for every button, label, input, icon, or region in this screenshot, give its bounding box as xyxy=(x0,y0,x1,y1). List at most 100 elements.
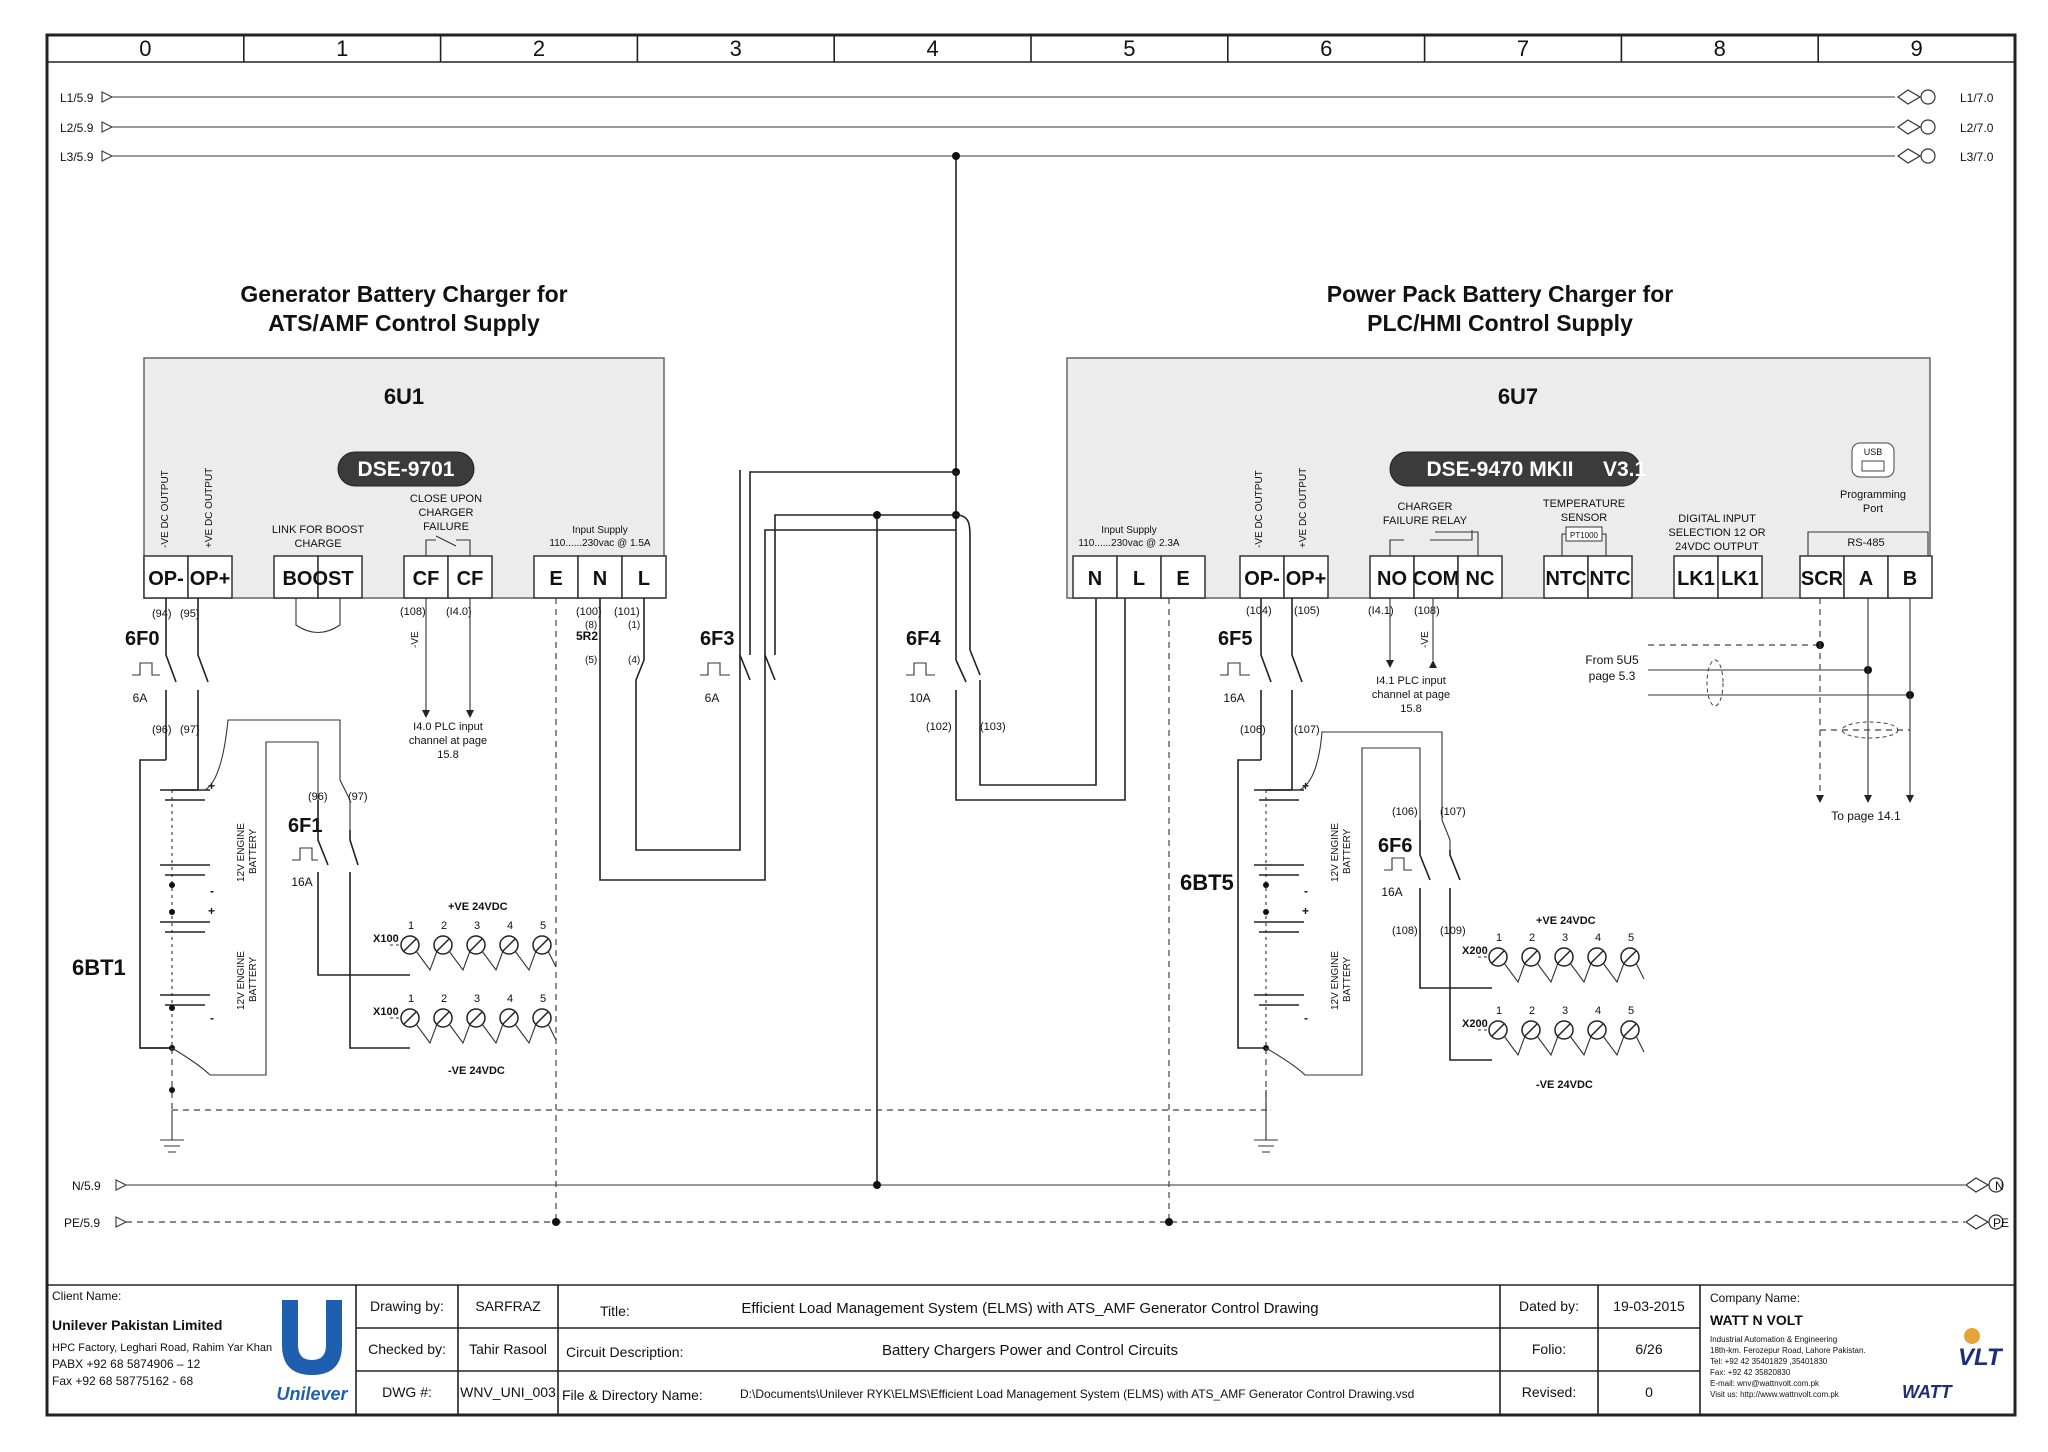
op-minus-label: -VE DC OUTPUT xyxy=(160,470,171,548)
wire-109: (109) xyxy=(1440,925,1466,937)
wire-102: (102) xyxy=(926,721,952,733)
grid-col-1: 1 xyxy=(336,36,348,61)
wire-107-b: (107) xyxy=(1440,806,1466,818)
r-input-label-2: 110......230vac @ 2.3A xyxy=(1078,538,1179,549)
line-label-l1-out: L1/7.0 xyxy=(1960,91,1994,105)
right-neg-label: -VE xyxy=(1420,631,1431,648)
r-terminal-no-5: NO xyxy=(1377,568,1407,590)
r-terminal-e-2: E xyxy=(1176,568,1189,590)
relay-pin-4: (4) xyxy=(628,655,640,666)
breaker-6f4-tag: 6F4 xyxy=(906,628,941,650)
bt5-cell1-label-2: BATTERY xyxy=(1342,828,1353,874)
prog-label-2: Port xyxy=(1863,503,1883,515)
bt5-cell1-label-1: 12V ENGINE xyxy=(1330,823,1341,882)
grid-col-0: 0 xyxy=(139,36,151,61)
bt5-plus-2: + xyxy=(1302,904,1309,918)
wire-100: (100) xyxy=(576,606,602,618)
breaker-6f4-rating: 10A xyxy=(909,691,930,705)
dated-value: 19-03-2015 xyxy=(1613,1298,1685,1314)
x100b-num-3: 3 xyxy=(474,993,480,1005)
x100b-num-5: 5 xyxy=(540,993,546,1005)
x200-neg-label: -VE 24VDC xyxy=(1536,1079,1593,1091)
revised-value: 0 xyxy=(1645,1384,1653,1400)
battery-6bt5-tag: 6BT5 xyxy=(1180,870,1234,895)
wire-96-b: (96) xyxy=(308,791,328,803)
wire-108-b: (108) xyxy=(1392,925,1418,937)
r-terminal-a-13: A xyxy=(1859,568,1873,590)
wire-108-r: (108) xyxy=(1414,605,1440,617)
x100a-num-4: 4 xyxy=(507,920,513,932)
dig-label-3: 24VDC OUTPUT xyxy=(1675,541,1759,553)
checked-value: Tahir Rasool xyxy=(469,1341,547,1357)
file-label: File & Directory Name: xyxy=(562,1387,703,1403)
wire-96-a: (96) xyxy=(152,724,172,736)
r-input-label-1: Input Supply xyxy=(1101,525,1157,536)
line-label-pe-out: PE xyxy=(1993,1216,2009,1230)
terminal-boost: BOOST xyxy=(282,568,353,590)
plc-note-right-3: 15.8 xyxy=(1400,703,1421,715)
breaker-6f3-rating: 6A xyxy=(705,691,720,705)
bt5-minus-2: - xyxy=(1304,1011,1308,1025)
line-label-l3-out: L3/7.0 xyxy=(1960,150,1994,164)
client-fax: Fax +92 68 58775162 - 68 xyxy=(52,1374,193,1388)
boost-label-2: CHARGE xyxy=(294,538,341,550)
breaker-6f0-rating: 6A xyxy=(133,691,148,705)
breaker-6f1-tag: 6F1 xyxy=(288,815,322,837)
checked-label: Checked by: xyxy=(368,1341,446,1357)
x200b-num-1: 1 xyxy=(1496,1005,1502,1017)
r-terminal-ntc-9: NTC xyxy=(1589,568,1630,590)
x200b-num-5: 5 xyxy=(1628,1005,1634,1017)
input-label-2: 110......230vac @ 1.5A xyxy=(549,538,650,549)
title-value: Efficient Load Management System (ELMS) … xyxy=(741,1300,1318,1317)
charger-6u7-version: V3.1 xyxy=(1603,458,1647,481)
line-label-l1: L1/5.9 xyxy=(60,91,94,105)
x100a-num-5: 5 xyxy=(540,920,546,932)
battery-6bt1-tag: 6BT1 xyxy=(72,955,126,980)
breaker-6f5-rating: 16A xyxy=(1223,691,1244,705)
to-page: To page 14.1 xyxy=(1831,809,1901,823)
x100b-num-2: 2 xyxy=(441,993,447,1005)
dig-label-1: DIGITAL INPUT xyxy=(1678,513,1756,525)
terminal-op-minus: OP- xyxy=(148,568,184,590)
line-label-n-out: N xyxy=(1995,1179,2004,1193)
x200b-num-4: 4 xyxy=(1595,1005,1601,1017)
plc-note-right-2: channel at page xyxy=(1372,689,1450,701)
temp-label-1: TEMPERATURE xyxy=(1543,498,1625,510)
left-n-wire xyxy=(599,529,956,881)
sheet-border xyxy=(45,33,2017,1417)
company-line-1: Industrial Automation & Engineering xyxy=(1710,1335,1837,1344)
line-label-l2: L2/5.9 xyxy=(60,121,94,135)
file-value: D:\Documents\Unilever RYK\ELMS\Efficient… xyxy=(740,1387,1414,1401)
input-label-1: Input Supply xyxy=(572,525,628,536)
relay-label-2: FAILURE RELAY xyxy=(1383,515,1468,527)
grid-col-8: 8 xyxy=(1714,36,1726,61)
x200a-num-2: 2 xyxy=(1529,932,1535,944)
svg-text:Unilever: Unilever xyxy=(276,1384,348,1404)
wire-101: (101) xyxy=(614,606,640,618)
grid-col-6: 6 xyxy=(1320,36,1332,61)
wire-106-a: (106) xyxy=(1240,724,1266,736)
circuit-value: Battery Chargers Power and Control Circu… xyxy=(882,1342,1178,1359)
left-heading-2: ATS/AMF Control Supply xyxy=(268,310,540,336)
wire-107-a: (107) xyxy=(1294,724,1320,736)
grid-col-9: 9 xyxy=(1910,36,1922,61)
x200-tag-pos: X200 xyxy=(1462,945,1488,957)
company-line-2: 18th-km. Ferozepur Road, Lahore Pakistan… xyxy=(1710,1346,1866,1355)
title-label: Title: xyxy=(600,1303,630,1319)
bt1-minus-1: - xyxy=(210,884,214,898)
cf-label-1: CLOSE UPON xyxy=(410,493,482,505)
r-terminal-b-14: B xyxy=(1903,568,1917,590)
battery-6bt1 xyxy=(139,759,210,1051)
r-terminal-op--3: OP- xyxy=(1244,568,1280,590)
wire-97-b: (97) xyxy=(348,791,368,803)
relay-tag: 5R2 xyxy=(576,629,598,643)
bt5-cell2-label-2: BATTERY xyxy=(1342,956,1353,1002)
bt1-cell2-label-2: BATTERY xyxy=(248,956,259,1002)
company-line-5: E-mail: wnv@wattnvolt.com.pk xyxy=(1710,1379,1820,1388)
drawn-label: Drawing by: xyxy=(370,1298,444,1314)
breaker-6f6-rating: 16A xyxy=(1381,885,1402,899)
r-terminal-l-1: L xyxy=(1133,568,1145,590)
terminal-op-plus: OP+ xyxy=(190,568,231,590)
terminal-e: E xyxy=(549,568,562,590)
